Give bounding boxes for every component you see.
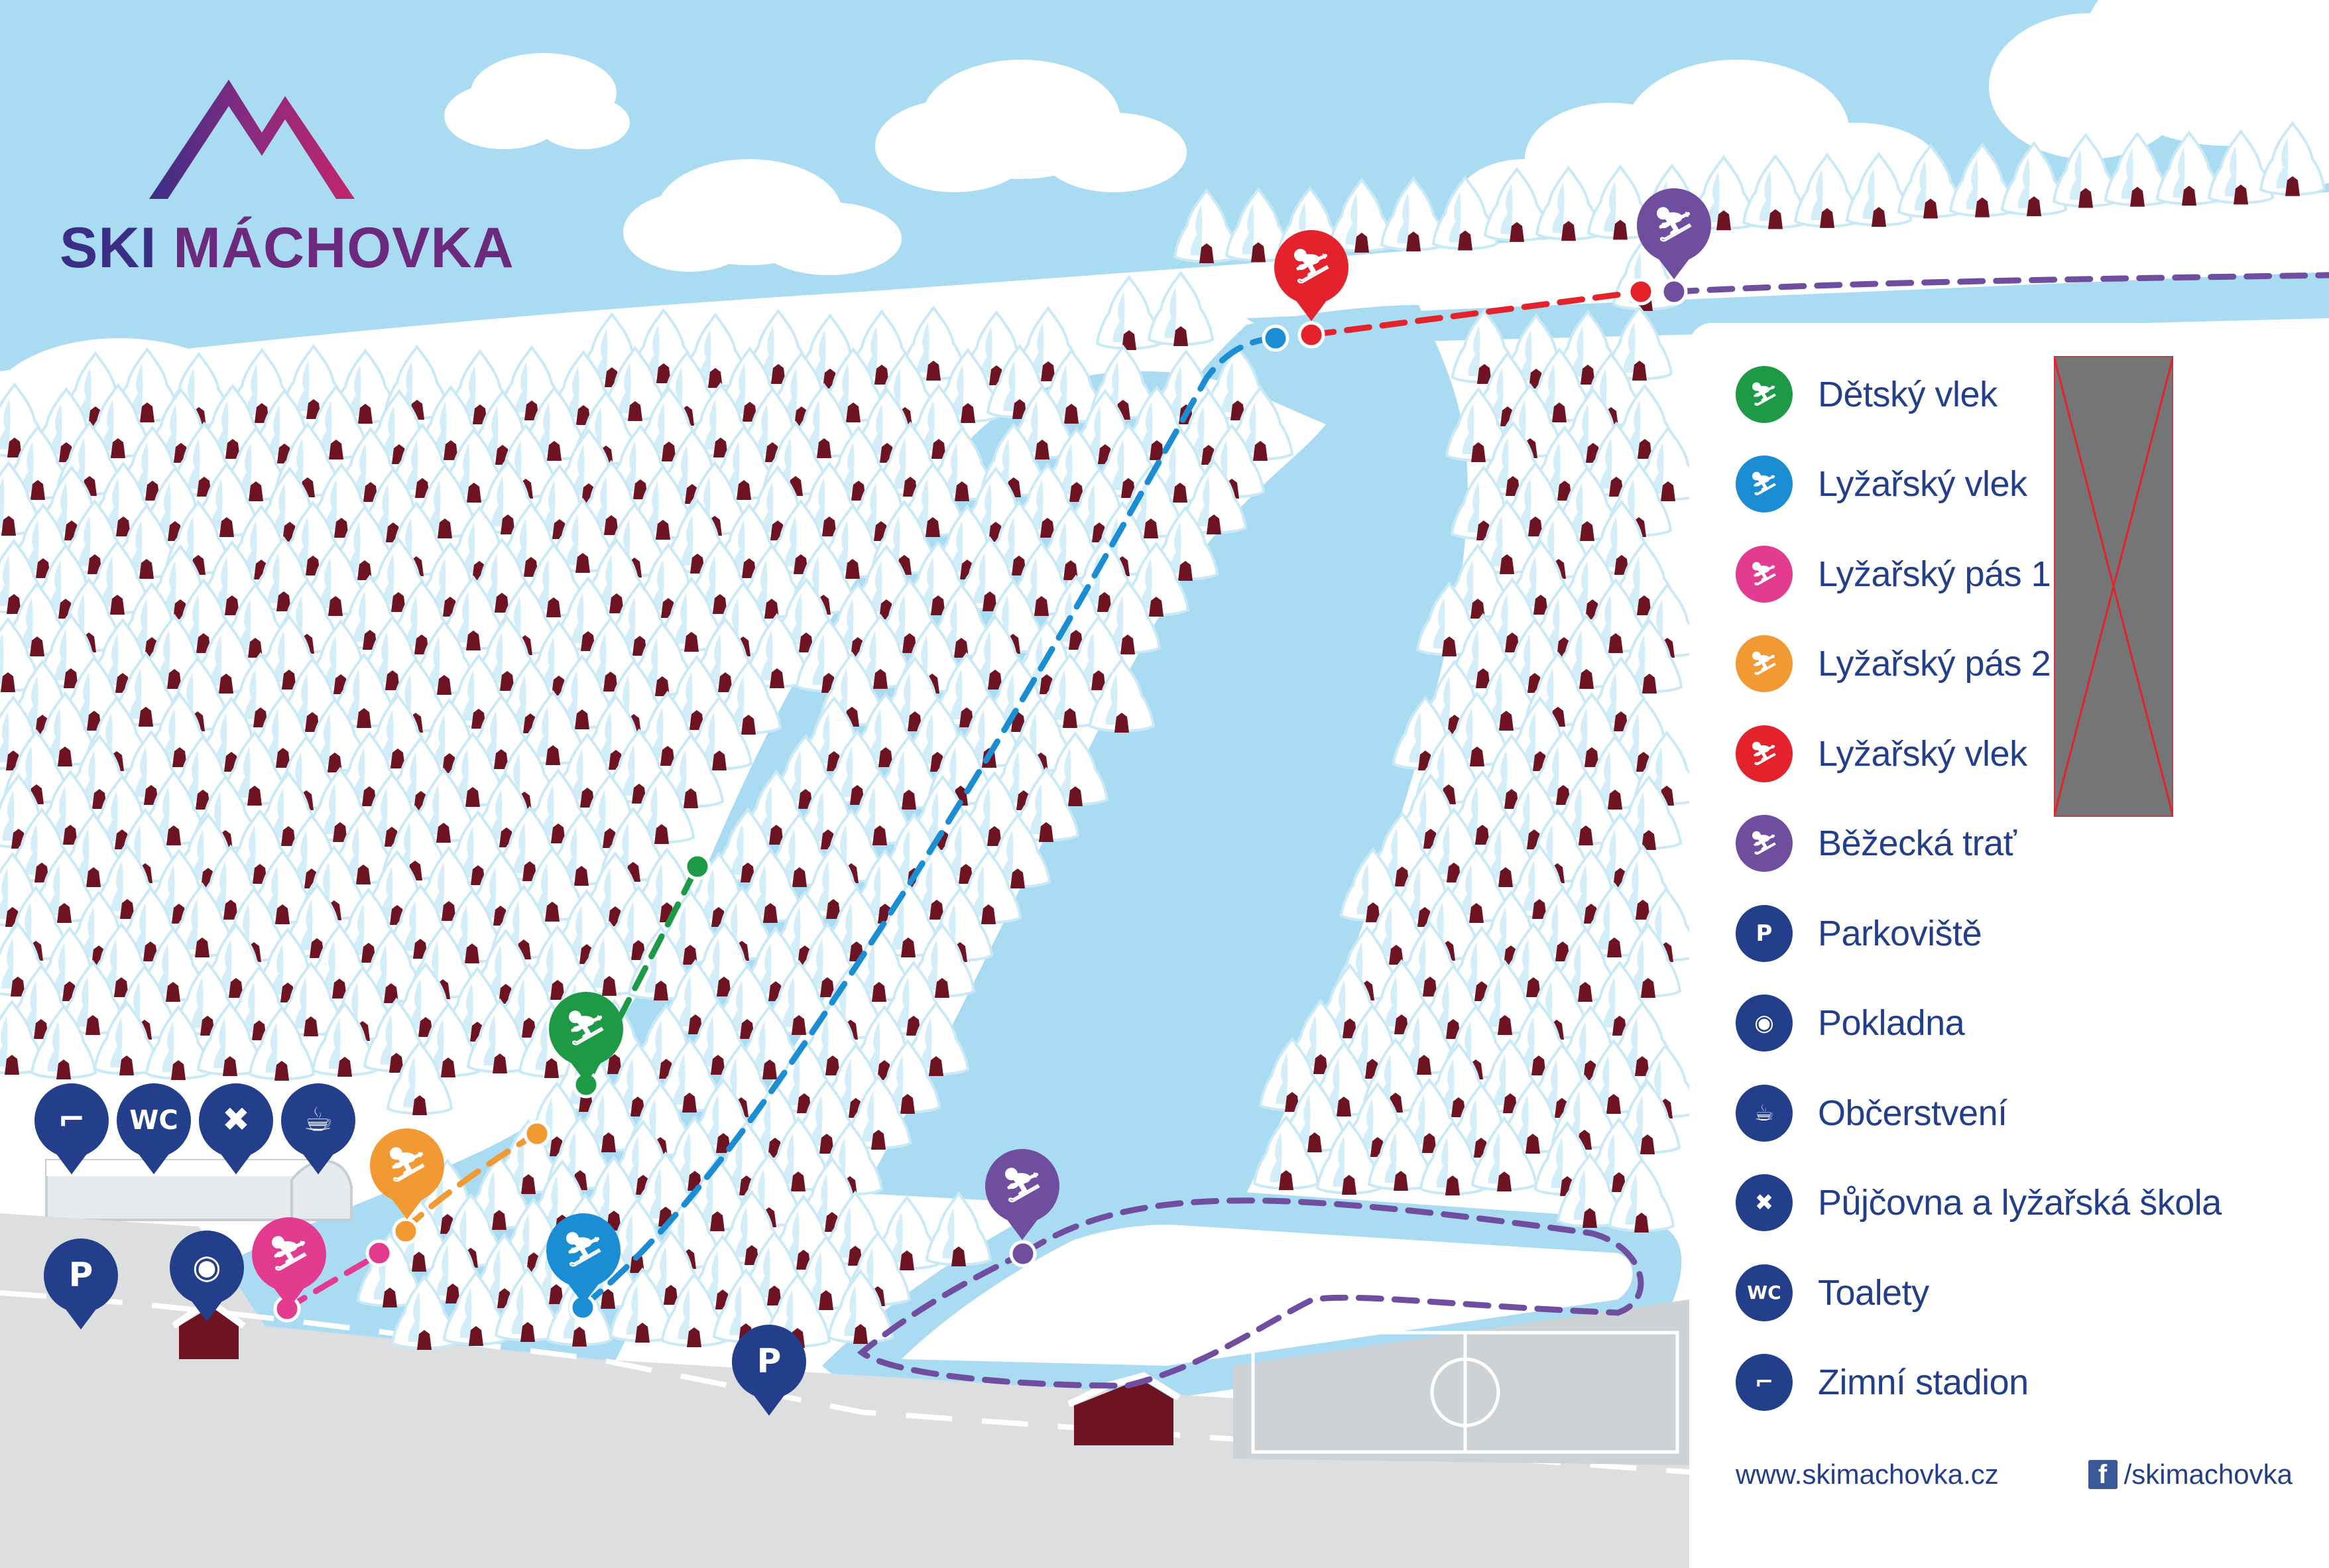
ski-rental-school-icon: ✖ <box>1736 1174 1793 1232</box>
legend-item-toilets: WC Toalety <box>1736 1248 2222 1338</box>
parking-marker-center-glyph: P <box>757 1342 782 1380</box>
children-lift-marker-glyph: ⛷ <box>565 1009 607 1048</box>
legend-label: Lyžařský pás 2 <box>1818 644 2051 684</box>
route-cross-country-loop <box>857 1197 1644 1389</box>
parking-marker-left-glyph: P <box>69 1256 93 1294</box>
legend-item-ice-stadium: ⌐ Zimní stadion <box>1736 1338 2222 1428</box>
hockey-marker[interactable]: ⌐ <box>34 1083 109 1175</box>
brand-name-part2: MÁCHOVKA <box>173 216 514 280</box>
facebook-icon: f <box>2088 1460 2118 1489</box>
toilets-marker[interactable]: WC <box>117 1083 191 1175</box>
cross-country-field-inner <box>902 1225 1633 1366</box>
map-markers: ⌐ WC ✖ ☕ P ◉ ⛷ ⛷ ⛷ ⛷ P ⛷ ⛷ ⛷ <box>34 188 1711 1416</box>
route-ski-lift-blue <box>580 335 1276 1309</box>
legend-footer: www.skimachovka.cz f /skimachovka <box>1736 1459 2293 1490</box>
route-ski-lift-red <box>1308 288 1644 338</box>
cross-country-track-icon: ⛷ <box>1736 815 1793 873</box>
legend-panel: ⛷ Dětský vlek ⛷ Lyžařský vlek ⛷ Lyžařský… <box>1689 323 2329 1568</box>
toilets-marker-glyph: WC <box>129 1105 178 1136</box>
toilets-icon: WC <box>1736 1264 1793 1321</box>
legend-item-cross-country: ⛷ Běžecká trať <box>1736 799 2222 889</box>
legend-item-ski-lift-blue: ⛷ Lyžařský vlek <box>1736 440 2222 530</box>
brand-name: SKI MÁCHOVKA <box>60 215 514 281</box>
ski-lift-red-marker[interactable]: ⛷ <box>1274 230 1348 322</box>
brand-logo: SKI MÁCHOVKA <box>60 73 514 285</box>
rental-marker[interactable]: ✖ <box>199 1083 273 1175</box>
rental-marker-glyph: ✖ <box>222 1101 250 1139</box>
parking-marker-center[interactable]: P <box>732 1325 806 1416</box>
lodge-building <box>45 1159 353 1221</box>
legend-label: Parkoviště <box>1818 913 1982 953</box>
legend-list: ⛷ Dětský vlek ⛷ Lyžařský vlek ⛷ Lyžařský… <box>1736 349 2222 1427</box>
legend-item-rental-school: ✖ Půjčovna a lyžařská škola <box>1736 1158 2222 1248</box>
legend-item-conveyor-1: ⛷ Lyžařský pás 1 <box>1736 529 2222 619</box>
ski-conveyor-2-icon: ⛷ <box>1736 635 1793 693</box>
cross-country-marker-top-glyph: ⛷ <box>1653 206 1695 244</box>
parking-marker-left[interactable]: P <box>44 1238 118 1330</box>
parking-icon: P <box>1736 904 1793 962</box>
ski-lift-red-icon: ⛷ <box>1736 725 1793 782</box>
ski-lift-blue-marker-glyph: ⛷ <box>562 1231 604 1269</box>
ski-lift-icon: ⛷ <box>1736 455 1793 513</box>
ski-conveyor-1-icon: ⛷ <box>1736 545 1793 603</box>
refreshments-marker-glyph: ☕ <box>304 1101 333 1139</box>
hockey-marker-glyph: ⌐ <box>58 1101 86 1139</box>
legend-item-refreshments: ☕ Občerstvení <box>1736 1068 2222 1158</box>
ticket-office-marker-glyph: ◉ <box>192 1248 221 1286</box>
legend-item-conveyor-2: ⛷ Lyžařský pás 2 <box>1736 619 2222 709</box>
legend-item-ticket-office: ◉ Pokladna <box>1736 979 2222 1069</box>
legend-item-children-lift: ⛷ Dětský vlek <box>1736 349 2222 440</box>
legend-label: Lyžařský vlek <box>1818 464 2027 505</box>
route-cross-country-top <box>1671 272 2329 295</box>
legend-label: Zimní stadion <box>1818 1362 2029 1403</box>
legend-label: Lyžařský vlek <box>1818 733 2027 774</box>
ticket-office-marker[interactable]: ◉ <box>170 1231 244 1322</box>
children-lift-marker[interactable]: ⛷ <box>549 992 623 1083</box>
legend-item-ski-lift-red: ⛷ Lyžařský vlek <box>1736 709 2222 799</box>
refreshments-icon: ☕ <box>1736 1084 1793 1142</box>
cross-icon <box>2053 355 2175 818</box>
mountain-logo-icon <box>149 80 355 199</box>
conveyor-1-marker[interactable]: ⛷ <box>252 1217 326 1309</box>
ice-stadium-icon: ⌐ <box>1736 1354 1793 1412</box>
cross-country-marker-glyph: ⛷ <box>1001 1166 1043 1205</box>
facebook-link[interactable]: f /skimachovka <box>2088 1459 2293 1490</box>
legend-label: Občerstvení <box>1818 1093 2007 1133</box>
ticket-office-icon: ◉ <box>1736 995 1793 1052</box>
legend-item-parking: P Parkoviště <box>1736 888 2222 979</box>
facebook-handle: /skimachovka <box>2123 1459 2293 1490</box>
slope-upper <box>1246 272 2329 345</box>
conveyor-2-marker-glyph: ⛷ <box>386 1146 428 1184</box>
cross-country-marker-top[interactable]: ⛷ <box>1637 188 1711 280</box>
legend-label: Půjčovna a lyžařská škola <box>1818 1183 2222 1223</box>
website-link[interactable]: www.skimachovka.cz <box>1736 1459 1999 1490</box>
children-lift-icon: ⛷ <box>1736 365 1793 423</box>
legend-label: Toalety <box>1818 1272 1929 1313</box>
legend-label: Pokladna <box>1818 1003 1965 1044</box>
legend-label: Lyžařský pás 1 <box>1818 554 2051 594</box>
ski-lift-blue-marker[interactable]: ⛷ <box>546 1213 621 1305</box>
conveyor-2-marker[interactable]: ⛷ <box>370 1128 444 1220</box>
route-conveyor-2 <box>401 1129 542 1233</box>
crossed-out-image-placeholder <box>2053 355 2175 818</box>
refreshments-marker[interactable]: ☕ <box>281 1083 355 1175</box>
legend-label: Dětský vlek <box>1818 374 1998 414</box>
cross-country-marker[interactable]: ⛷ <box>985 1149 1059 1240</box>
cabin-center <box>1067 1372 1181 1445</box>
brand-name-part1: SKI <box>60 216 157 280</box>
conveyor-1-marker-glyph: ⛷ <box>268 1235 310 1273</box>
legend-label: Běžecká trať <box>1818 823 2017 864</box>
ski-lift-red-marker-glyph: ⛷ <box>1290 247 1332 286</box>
